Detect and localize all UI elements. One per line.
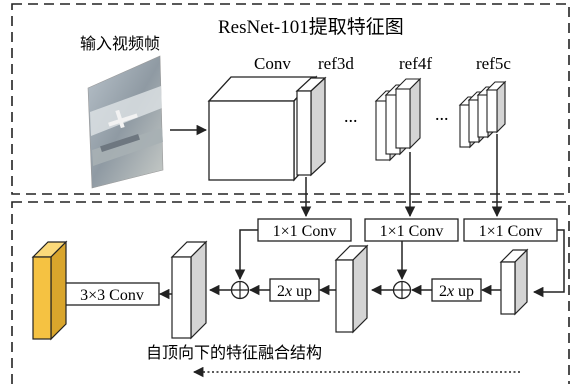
upsample-2-label: 2x up — [439, 283, 474, 300]
stage-label-ref5c: ref5c — [476, 54, 511, 73]
topdown-map-p3 — [172, 242, 206, 338]
upsample-2-suffix: up — [454, 283, 474, 300]
backbone-title: ResNet-101提取特征图 — [218, 16, 404, 38]
upsample-1-label: 2x up — [277, 283, 312, 300]
upsample-1-suffix: up — [292, 283, 312, 300]
ellipsis-1: ... — [344, 106, 358, 126]
lateral-conv-3-label: 1×1 Conv — [479, 223, 543, 240]
ref4f-block — [376, 79, 420, 160]
lateral-conv-2-label: 1×1 Conv — [380, 223, 444, 240]
upsample-2-prefix: 2 — [439, 283, 447, 300]
output-feature-map — [33, 242, 66, 339]
stage-label-conv: Conv — [254, 54, 291, 73]
upsample-block-2: 2x up — [432, 279, 481, 301]
input-video-frame-image — [88, 56, 163, 188]
input-frame-label: 输入视频帧 — [80, 34, 160, 53]
lateral-conv-3: 1×1 Conv — [464, 219, 557, 241]
output-feature-map-face — [33, 257, 51, 339]
stage-label-ref3d: ref3d — [318, 54, 354, 73]
lateral-conv-2: 1×1 Conv — [365, 219, 458, 241]
add-node-2 — [394, 282, 411, 299]
topdown-map-p4 — [336, 246, 367, 332]
topdown-caption: 自顶向下的特征融合结构 — [146, 343, 322, 362]
ref3d-block — [297, 78, 325, 175]
ref5c-block — [460, 82, 505, 147]
upsample-2-var: x — [446, 283, 454, 300]
upsample-1-var: x — [284, 283, 292, 300]
ellipsis-2: ... — [435, 104, 449, 124]
smooth-conv: 3×3 Conv — [65, 283, 159, 305]
upsample-block-1: 2x up — [270, 279, 319, 301]
lateral-conv-1: 1×1 Conv — [258, 219, 351, 241]
upsample-1-prefix: 2 — [277, 283, 285, 300]
lateral-1-to-plus-arrow — [240, 230, 258, 279]
stage-label-ref4f: ref4f — [399, 54, 432, 73]
topdown-map-p5 — [501, 250, 527, 314]
add-node-1 — [232, 282, 249, 299]
smooth-conv-label: 3×3 Conv — [80, 287, 144, 304]
lateral-conv-1-label: 1×1 Conv — [273, 223, 337, 240]
